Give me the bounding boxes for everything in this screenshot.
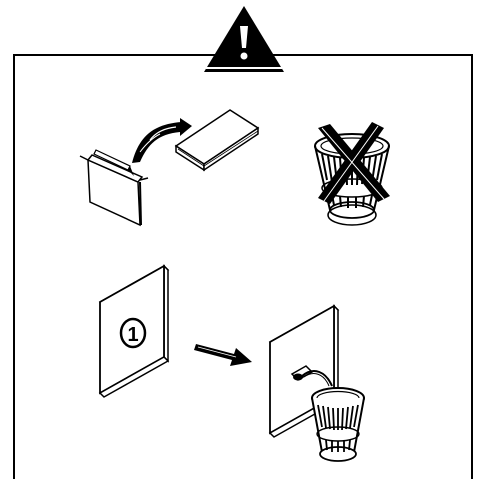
right-arrow-icon [194,344,252,366]
document-stack-icon [174,109,260,172]
hanging-folder-icon [79,149,149,227]
warning-triangle-icon [204,6,284,72]
wastebasket-icon [314,133,390,226]
numbered-panel-icon: 1 [98,264,170,398]
swoosh-arrow-icon [132,118,192,163]
socket-cable-icon [290,365,333,387]
panel-to-wastebasket-icon [268,304,365,462]
folder-to-document-icon [79,109,260,227]
number-badge: 1 [119,317,147,349]
crossed-wastebasket-icon [314,122,390,226]
number-badge-label: 1 [127,324,138,346]
small-wastebasket-icon [311,387,365,462]
cross-mark-icon [318,122,390,204]
